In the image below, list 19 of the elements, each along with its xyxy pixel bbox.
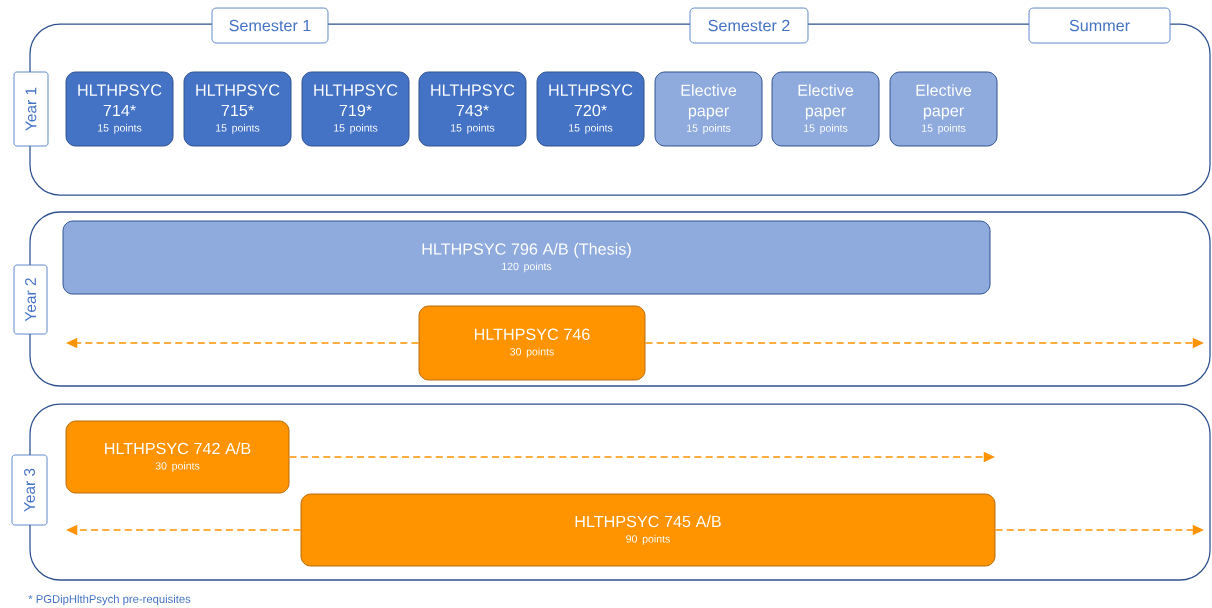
course-box: HLTHPSYC 719* 15 points (301, 71, 410, 147)
footnote: * PGDipHlthPsych pre-requisites (28, 594, 191, 606)
year-tab: Year 1 (13, 71, 49, 147)
year-tab: Year 3 (11, 454, 48, 526)
elective-box: Elective paper 15 points (771, 71, 880, 147)
semester-tab: Summer (1028, 7, 1171, 44)
course-box: HLTHPSYC 714* 15 points (65, 71, 174, 147)
course-box: HLTHPSYC 743* 15 points (418, 71, 527, 147)
thesis-box: HLTHPSYC 796 A/B (Thesis) 120 points (62, 220, 991, 295)
year-tab: Year 2 (13, 264, 48, 335)
course-box: HLTHPSYC 742 A/B 30 points (65, 420, 290, 494)
course-box: HLTHPSYC 720* 15 points (536, 71, 645, 147)
elective-box: Elective paper 15 points (654, 71, 763, 147)
semester-tab: Semester 2 (689, 7, 809, 44)
semester-tab: Semester 1 (211, 7, 329, 44)
course-box: HLTHPSYC 715* 15 points (183, 71, 292, 147)
course-box: HLTHPSYC 746 30 points (418, 305, 646, 381)
course-box: HLTHPSYC 745 A/B 90 points (300, 493, 996, 567)
elective-box: Elective paper 15 points (889, 71, 998, 147)
